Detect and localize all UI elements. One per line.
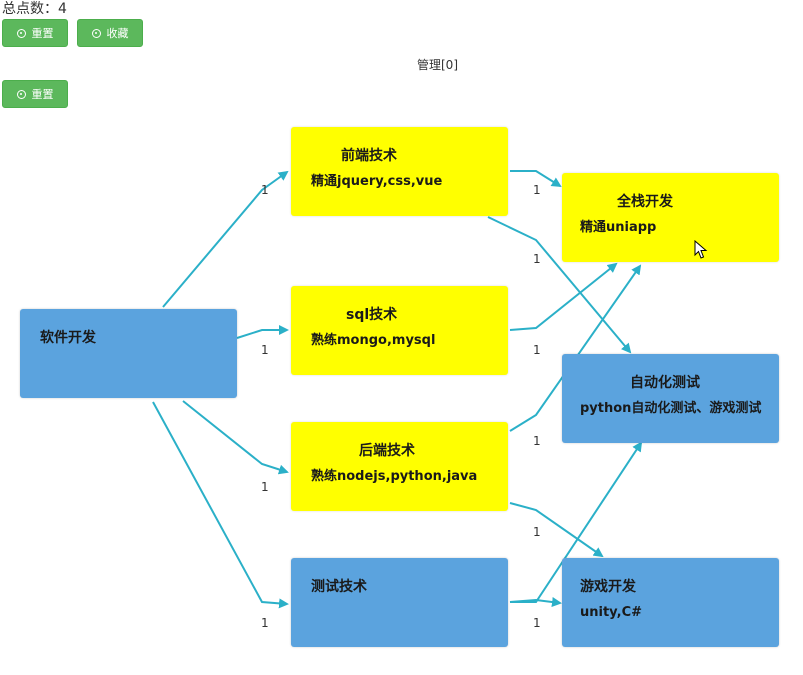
edge-label: 1 (533, 525, 541, 539)
node-desc: unity,C# (580, 605, 643, 620)
edge-software-testing (152, 401, 289, 609)
reset-icon (16, 28, 26, 38)
node-title: 后端技术 (359, 443, 415, 459)
node-desc: 精通jquery,css,vue (311, 174, 443, 189)
node-title: 自动化测试 (630, 375, 700, 391)
node-title: 游戏开发 (580, 579, 636, 595)
edge-software-backend (182, 400, 289, 475)
node-title: 全栈开发 (617, 194, 673, 210)
node-game-dev[interactable]: 游戏开发 unity,C# (562, 558, 779, 647)
edge-label: 1 (261, 480, 269, 494)
node-frontend[interactable]: 前端技术 精通jquery,css,vue (291, 127, 508, 216)
node-software-dev[interactable]: 软件开发 (20, 309, 237, 398)
reset-button-secondary-label: 重置 (31, 88, 54, 101)
edge-backend-game (509, 502, 604, 558)
edge-label: 1 (533, 343, 541, 357)
node-sql[interactable]: sql技术 熟练mongo,mysql (291, 286, 508, 375)
edge-label: 1 (533, 616, 541, 630)
edge-frontend-automation (487, 216, 632, 354)
manage-link[interactable]: 管理[0] (417, 58, 458, 72)
node-desc: 熟练mongo,mysql (311, 333, 436, 348)
edge-label: 1 (261, 616, 269, 630)
mouse-cursor-icon (694, 240, 708, 259)
edge-label: 1 (261, 183, 269, 197)
edge-frontend-fullstack (510, 170, 562, 188)
node-fullstack[interactable]: 全栈开发 精通uniapp (562, 173, 779, 262)
edge-sql-fullstack (509, 262, 618, 331)
reset-button-label: 重置 (31, 27, 54, 40)
node-title: 前端技术 (341, 148, 397, 164)
reset-button-secondary[interactable]: 重置 (2, 80, 68, 108)
node-desc: 熟练nodejs,python,java (311, 469, 478, 484)
node-backend[interactable]: 后端技术 熟练nodejs,python,java (291, 422, 508, 511)
collect-button-label: 收藏 (106, 27, 129, 40)
edge-label: 1 (533, 434, 541, 448)
node-desc: 精通uniapp (580, 220, 657, 235)
edge-testing-game (509, 597, 562, 607)
node-title: sql技术 (346, 307, 398, 323)
node-title: 软件开发 (40, 330, 96, 346)
collect-button[interactable]: 收藏 (77, 19, 143, 47)
collect-icon (91, 28, 101, 38)
reset-icon (16, 89, 26, 99)
reset-button[interactable]: 重置 (2, 19, 68, 47)
node-title: 测试技术 (311, 579, 367, 595)
edge-software-sql (236, 325, 289, 339)
node-desc: python自动化测试、游戏测试 (580, 401, 762, 416)
total-node-count: 总点数：4 (2, 1, 67, 17)
node-testing[interactable]: 测试技术 (291, 558, 508, 647)
edge-label: 1 (533, 183, 541, 197)
edge-label: 1 (533, 252, 541, 266)
node-automation-testing[interactable]: 自动化测试 python自动化测试、游戏测试 (562, 354, 779, 443)
edge-software-frontend (162, 170, 289, 308)
edge-backend-fullstack (509, 264, 642, 432)
edge-label: 1 (261, 343, 269, 357)
